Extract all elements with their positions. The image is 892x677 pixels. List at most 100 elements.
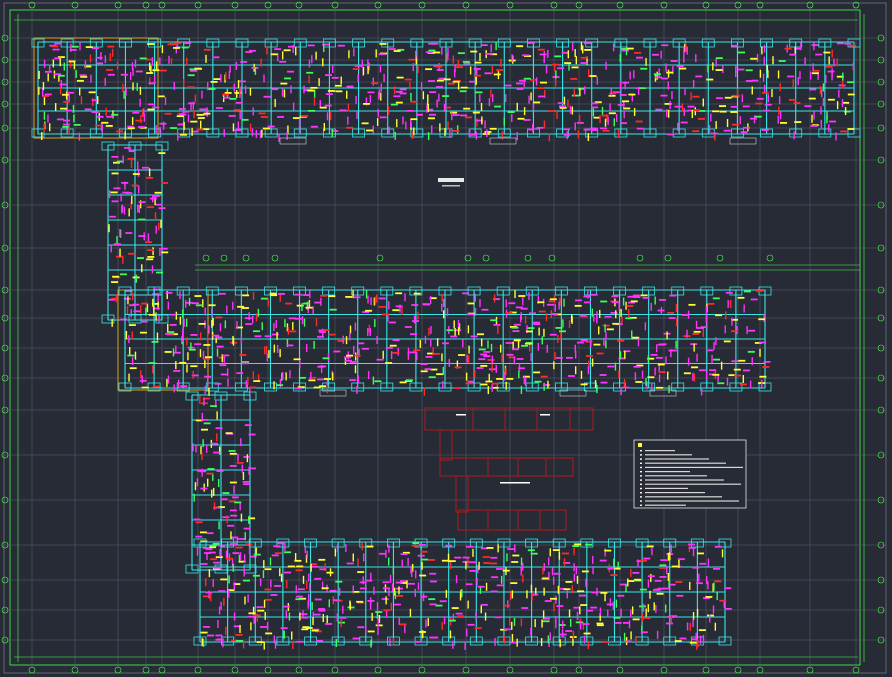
annotation-tag xyxy=(463,62,471,65)
annotation-tag xyxy=(799,71,801,80)
annotation-tag xyxy=(322,329,330,331)
annotation-tag xyxy=(131,195,133,204)
annotation-tag xyxy=(674,640,682,642)
annotation-tag xyxy=(222,516,230,519)
annotation-tag xyxy=(187,74,195,77)
annotation-tag xyxy=(466,354,468,363)
annotation-tag xyxy=(362,576,364,585)
annotation-tag xyxy=(483,351,491,353)
annotation-tag xyxy=(123,90,125,99)
annotation-tag xyxy=(622,386,630,389)
annotation-tag xyxy=(406,580,408,589)
annotation-tag xyxy=(148,77,151,86)
annotation-tag xyxy=(256,641,264,644)
annotation-tag xyxy=(147,233,150,242)
annotation-tag xyxy=(158,314,160,323)
annotation-tag xyxy=(357,626,365,629)
annotation-tag xyxy=(242,471,245,480)
annotation-tag xyxy=(454,327,456,336)
circle-icon xyxy=(756,666,764,674)
annotation-tag xyxy=(417,554,425,557)
column-box xyxy=(700,382,714,392)
circle-icon xyxy=(1,100,9,108)
annotation-tag xyxy=(228,575,230,584)
annotation-tag xyxy=(610,574,618,577)
detail-tag-box xyxy=(279,137,307,145)
circle-icon xyxy=(1,244,9,252)
annotation-tag xyxy=(208,304,216,307)
annotation-tag xyxy=(179,133,187,136)
annotation-tag xyxy=(264,598,272,601)
annotation-tag xyxy=(425,68,433,71)
annotation-tag xyxy=(442,298,445,307)
annotation-tag xyxy=(555,70,557,79)
annotation-tag xyxy=(196,469,204,472)
annotation-tag xyxy=(274,640,277,649)
annotation-tag xyxy=(825,75,827,84)
annotation-tag xyxy=(255,313,258,322)
annotation-tag xyxy=(712,605,715,614)
legend-bullet xyxy=(640,475,642,477)
annotation-tag xyxy=(545,65,548,74)
annotation-tag xyxy=(606,328,614,331)
annotation-tag xyxy=(695,75,703,78)
annotation-tag xyxy=(571,94,579,97)
annotation-tag xyxy=(201,452,203,461)
annotation-tag xyxy=(201,468,203,477)
annotation-tag xyxy=(594,101,602,104)
annotation-tag xyxy=(203,397,205,406)
annotation-tag xyxy=(665,356,667,365)
annotation-tag xyxy=(697,327,705,329)
annotation-tag xyxy=(714,545,722,548)
annotation-tag xyxy=(604,548,606,557)
annotation-tag xyxy=(49,123,51,132)
annotation-tag xyxy=(111,200,119,203)
annotation-tag xyxy=(44,70,52,73)
annotation-tag xyxy=(479,299,481,308)
annotation-tag xyxy=(626,305,634,307)
annotation-tag xyxy=(823,51,831,54)
annotation-tag xyxy=(187,86,195,89)
annotation-tag xyxy=(314,301,322,304)
annotation-tag xyxy=(85,46,93,48)
annotation-tag xyxy=(138,185,140,194)
legend-line xyxy=(645,487,688,489)
annotation-tag xyxy=(57,74,65,77)
annotation-tag xyxy=(809,71,812,80)
annotation-tag xyxy=(425,356,433,358)
annotation-tag xyxy=(698,629,706,632)
annotation-tag xyxy=(684,87,686,96)
annotation-tag xyxy=(537,48,545,51)
annotation-tag xyxy=(218,606,221,615)
column-box xyxy=(323,38,336,48)
annotation-tag xyxy=(217,506,225,509)
annotation-tag xyxy=(712,110,720,113)
annotation-tag xyxy=(147,108,155,111)
annotation-tag xyxy=(331,65,334,74)
annotation-tag xyxy=(592,555,594,564)
annotation-tag xyxy=(215,634,223,637)
annotation-tag xyxy=(174,42,182,45)
annotation-tag xyxy=(243,568,245,577)
annotation-tag xyxy=(474,370,476,379)
annotation-tag xyxy=(628,93,636,96)
annotation-tag xyxy=(212,578,214,587)
annotation-tag xyxy=(141,109,144,118)
annotation-tag xyxy=(723,340,731,343)
annotation-tag xyxy=(148,62,151,71)
annotation-tag xyxy=(428,49,436,52)
annotation-tag xyxy=(522,574,524,583)
annotation-tag xyxy=(266,46,268,55)
red-annex-block xyxy=(424,407,594,531)
annotation-tag xyxy=(612,601,614,610)
annotation-tag xyxy=(707,614,715,617)
annotation-tag xyxy=(152,307,160,310)
annotation-tag xyxy=(95,56,103,59)
annotation-tag xyxy=(421,630,424,639)
annotation-tag xyxy=(84,108,92,111)
annotation-tag xyxy=(726,377,729,386)
annotation-tag xyxy=(131,331,133,340)
annotation-tag xyxy=(565,356,573,359)
annotation-tag xyxy=(847,128,855,130)
